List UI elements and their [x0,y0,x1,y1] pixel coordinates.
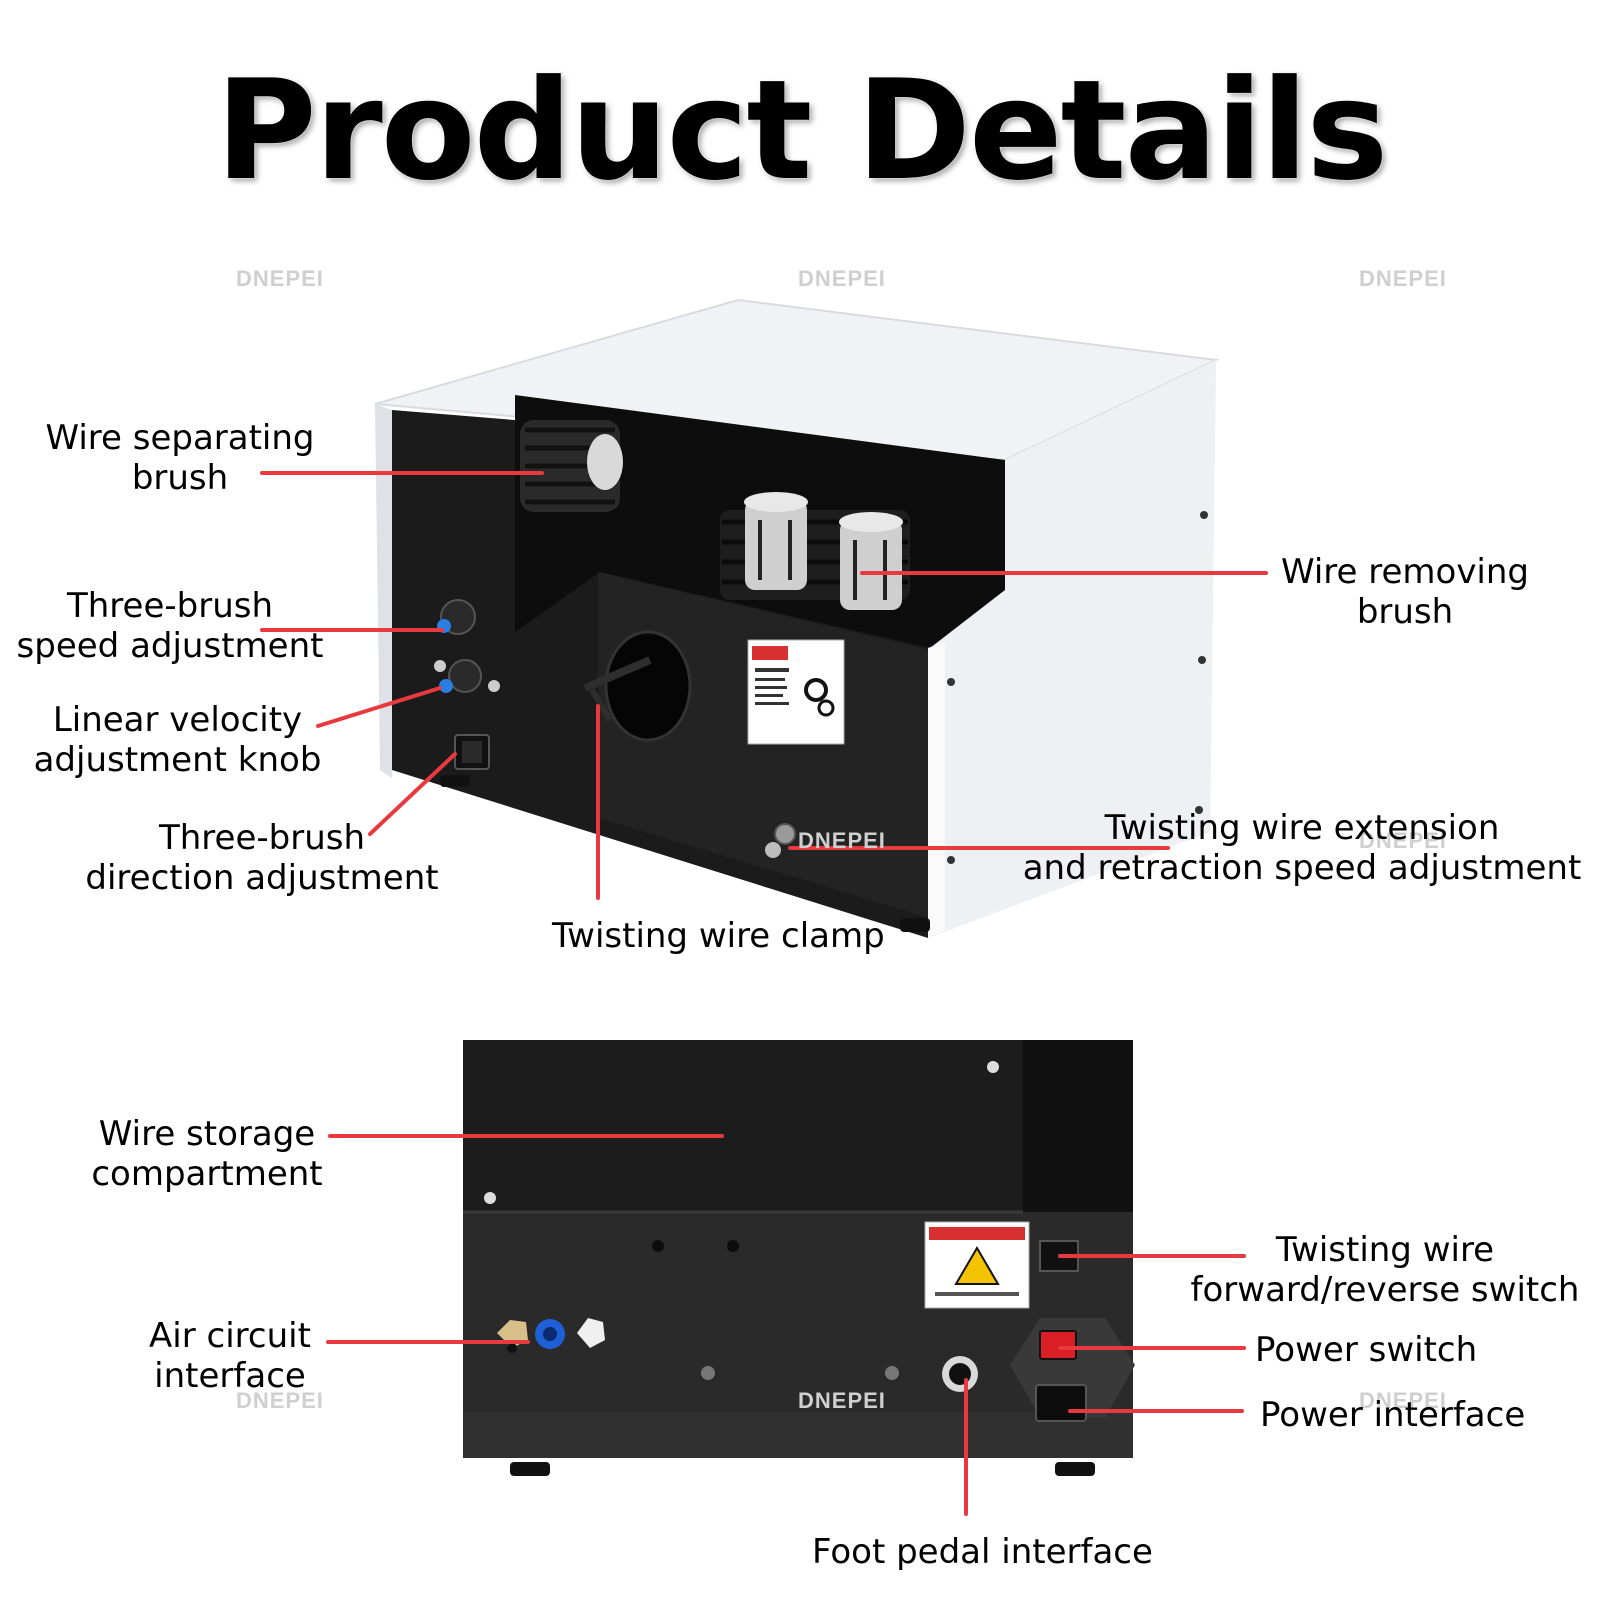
power-switch-illustration [1039,1330,1077,1360]
label-wire-separating-brush: Wire separating brush [45,418,315,498]
machine-front-view [374,298,1220,938]
leader-lines [260,471,1268,1516]
label-twisting-wire-clamp: Twisting wire clamp [552,916,885,956]
label-three-brush-direction: Three-brush direction adjustment [85,818,439,898]
twisting-clamp-illustration [583,630,692,742]
watermark: DNEPEI [1359,828,1447,853]
label-three-brush-speed: Three-brush speed adjustment [16,586,324,666]
label-linear-velocity-knob: Linear velocity adjustment knob [33,700,322,780]
page-title: Product Details [215,50,1389,211]
watermark: DNEPEI [236,266,324,291]
wire-removing-brush-illustration [720,492,910,610]
power-socket-illustration [1035,1384,1087,1422]
direction-switch-illustration [454,734,490,770]
watermark: DNEPEI [798,828,886,853]
velocity-knob-illustration [434,659,500,693]
watermark: DNEPEI [798,266,886,291]
wire-separating-brush-illustration [520,420,623,512]
watermark: DNEPEI [236,1388,324,1413]
watermark: DNEPEI [798,1388,886,1413]
label-foot-pedal: Foot pedal interface [812,1532,1153,1572]
watermark: DNEPEI [1359,1388,1447,1413]
leader-three-brush-direction [368,752,457,836]
label-power-switch: Power switch [1255,1330,1478,1370]
leader-linear-velocity-knob [316,686,442,728]
label-air-circuit: Air circuit interface [149,1316,311,1396]
warning-label-illustration [747,639,845,745]
machine-rear-view [463,1040,1135,1476]
label-wire-storage: Wire storage compartment [91,1114,323,1194]
label-forward-reverse-switch: Twisting wire forward/reverse switch [1190,1230,1580,1310]
watermark: DNEPEI [1359,266,1447,291]
label-twisting-extension-speed: Twisting wire extension and retraction s… [1022,808,1582,888]
label-wire-removing-brush: Wire removing brush [1280,552,1530,632]
extension-speed-valve-illustration [765,823,796,858]
label-power-interface: Power interface [1260,1395,1526,1435]
air-fittings-illustration [497,1318,605,1353]
rear-warning-label-illustration [924,1221,1030,1309]
